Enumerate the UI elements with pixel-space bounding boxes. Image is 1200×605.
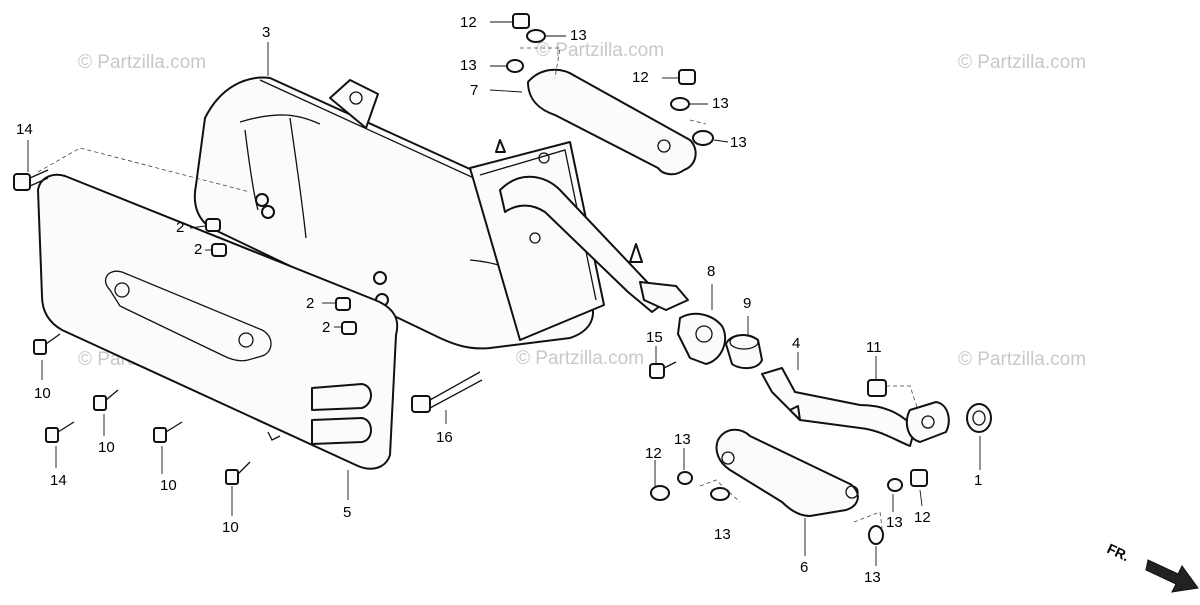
watermark: © Partzilla.com (958, 52, 1086, 73)
callout-10: 10 (34, 385, 51, 402)
callout-1: 1 (974, 472, 982, 489)
callout-7: 7 (470, 82, 478, 99)
stay-bracket-6 (715, 428, 859, 517)
callout-12: 12 (632, 69, 649, 86)
gasket-flange-8 (677, 312, 727, 365)
watermark: © Partzilla.com (516, 348, 644, 369)
callout-5: 5 (343, 504, 351, 521)
leader-lines (27, 21, 981, 566)
callout-2: 2 (322, 319, 330, 336)
callout-3: 3 (262, 24, 270, 41)
callout-8: 8 (707, 263, 715, 280)
exhaust-gasket-1 (966, 403, 992, 433)
callout-12: 12 (914, 509, 931, 526)
callout-13: 13 (886, 514, 903, 531)
watermark: © Partzilla.com (958, 349, 1086, 370)
callout-6: 6 (800, 559, 808, 576)
callout-9: 9 (743, 295, 751, 312)
callout-13: 13 (712, 95, 729, 112)
callout-15: 15 (646, 329, 663, 346)
watermark: © Partzilla.com (536, 40, 664, 61)
callout-13: 13 (674, 431, 691, 448)
exhaust-pipe-4 (761, 367, 950, 447)
watermark: © Partzilla.com (78, 52, 206, 73)
callout-10: 10 (98, 439, 115, 456)
callout-2: 2 (306, 295, 314, 312)
callout-13: 13 (460, 57, 477, 74)
collar-9 (725, 334, 763, 370)
callout-10: 10 (222, 519, 239, 536)
callout-16: 16 (436, 429, 453, 446)
callout-13: 13 (864, 569, 881, 586)
front-label: FR. (1105, 540, 1132, 564)
callout-13: 13 (570, 27, 587, 44)
callout-2: 2 (194, 241, 202, 258)
callout-14: 14 (16, 121, 33, 138)
callout-12: 12 (645, 445, 662, 462)
stay-bracket-7 (527, 68, 697, 176)
callout-13: 13 (730, 134, 747, 151)
callout-4: 4 (792, 335, 800, 352)
fasteners (13, 13, 928, 545)
callout-2: 2 (176, 219, 184, 236)
callout-10: 10 (160, 477, 177, 494)
callout-12: 12 (460, 14, 477, 31)
callout-14: 14 (50, 472, 67, 489)
callout-13: 13 (714, 526, 731, 543)
muffler-inlet-pipe (499, 175, 689, 313)
callout-11: 11 (866, 339, 882, 356)
callout-labels: 1 2 2 2 2 3 4 5 6 7 8 9 10 10 10 10 11 1… (16, 14, 982, 586)
muffler-protector (37, 173, 399, 470)
front-direction-indicator: FR. (1105, 540, 1199, 593)
